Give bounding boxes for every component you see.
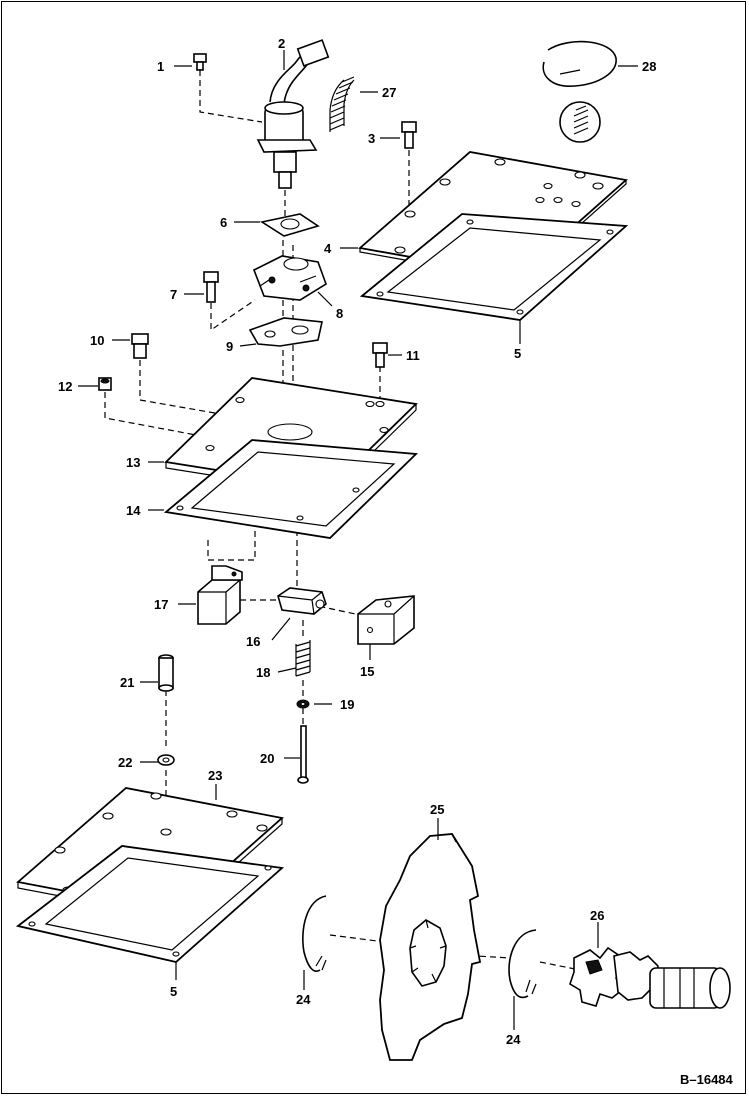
callout-24-right: 24 bbox=[506, 1032, 521, 1047]
part-3-bolt bbox=[401, 121, 417, 149]
part-12-nut bbox=[98, 377, 112, 391]
callout-7: 7 bbox=[170, 287, 177, 302]
part-26-sprocket-shaft bbox=[569, 946, 731, 1009]
part-15-block bbox=[357, 595, 415, 645]
callout-10: 10 bbox=[90, 333, 104, 348]
callout-21: 21 bbox=[120, 675, 134, 690]
part-1-bolt bbox=[193, 53, 207, 71]
leader-lines bbox=[78, 50, 638, 1030]
callout-9: 9 bbox=[226, 339, 233, 354]
reference-code: B–16484 bbox=[680, 1072, 734, 1087]
callout-5-top: 5 bbox=[514, 346, 521, 361]
callout-26: 26 bbox=[590, 908, 604, 923]
callout-18: 18 bbox=[256, 665, 270, 680]
callout-13: 13 bbox=[126, 455, 140, 470]
part-18-spring bbox=[295, 640, 311, 677]
callout-8: 8 bbox=[336, 306, 343, 321]
callout-19: 19 bbox=[340, 697, 354, 712]
part-20-screw bbox=[297, 725, 309, 784]
part-27-spring bbox=[329, 76, 355, 132]
part-19-washer bbox=[296, 699, 310, 709]
callout-3: 3 bbox=[368, 131, 375, 146]
callout-1: 1 bbox=[157, 59, 164, 74]
callout-22: 22 bbox=[118, 755, 132, 770]
part-17-block bbox=[197, 565, 243, 625]
callout-15: 15 bbox=[360, 664, 374, 679]
part-8-valve-body bbox=[252, 255, 327, 301]
part-24-snap-ring-left bbox=[302, 895, 327, 972]
part-10-bolt bbox=[131, 333, 149, 359]
part-25-disc bbox=[379, 833, 482, 1061]
callout-16: 16 bbox=[246, 634, 260, 649]
part-21-pin bbox=[158, 654, 174, 692]
part-14-gasket bbox=[163, 439, 419, 539]
callout-17: 17 bbox=[154, 597, 168, 612]
callout-11: 11 bbox=[406, 348, 420, 363]
callout-24-left: 24 bbox=[296, 992, 311, 1007]
callout-2: 2 bbox=[278, 36, 285, 51]
part-11-bolt bbox=[372, 342, 388, 368]
callout-23: 23 bbox=[208, 768, 222, 783]
callout-5-bottom: 5 bbox=[170, 984, 177, 999]
part-16-shuttle bbox=[277, 587, 327, 615]
part-5-gasket-top bbox=[359, 213, 629, 321]
callout-28: 28 bbox=[642, 59, 656, 74]
part-24-snap-ring-right bbox=[508, 929, 537, 999]
callout-14: 14 bbox=[126, 503, 141, 518]
callout-4: 4 bbox=[324, 241, 332, 256]
callout-6: 6 bbox=[220, 215, 227, 230]
part-22-ring bbox=[157, 754, 175, 766]
callout-25: 25 bbox=[430, 802, 444, 817]
callout-27: 27 bbox=[382, 85, 396, 100]
callouts: 1 2 3 4 5 5 6 7 8 9 10 11 12 13 14 15 16… bbox=[58, 36, 656, 1047]
part-9-gasket bbox=[248, 317, 323, 347]
part-2-solenoid bbox=[256, 39, 330, 189]
part-5-gasket-bottom bbox=[15, 845, 285, 963]
part-6-gasket bbox=[259, 213, 320, 237]
callout-12: 12 bbox=[58, 379, 72, 394]
part-7-bolt bbox=[203, 271, 219, 303]
part-28-seal bbox=[542, 40, 617, 143]
callout-20: 20 bbox=[260, 751, 274, 766]
